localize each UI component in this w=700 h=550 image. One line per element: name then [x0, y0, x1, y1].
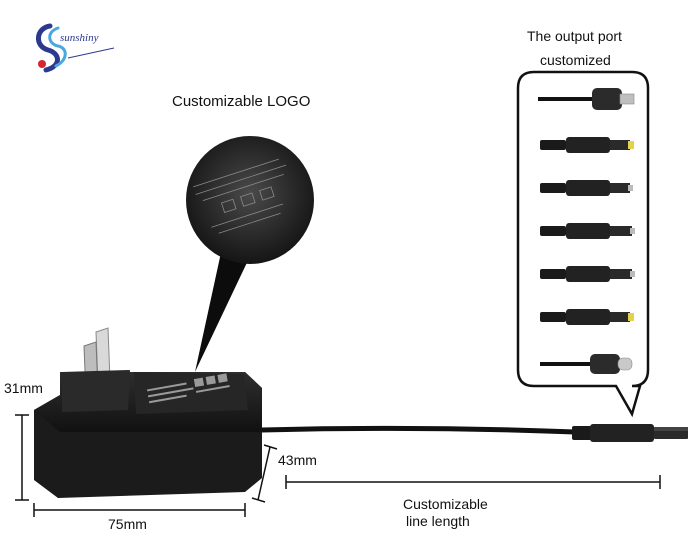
port-dc-barrel-icon	[540, 309, 634, 325]
logo-callout-label: Customizable LOGO	[172, 93, 311, 110]
port-dc-barrel-icon	[540, 223, 635, 239]
brand-logo: sunshiny	[28, 18, 118, 78]
dimension-lines	[15, 414, 661, 517]
height-dimension: 31mm	[4, 380, 43, 396]
brand-name: sunshiny	[60, 32, 99, 44]
power-cable	[261, 425, 576, 435]
width-dimension: 75mm	[108, 516, 147, 532]
line-length-label-line1: Customizable	[403, 496, 488, 512]
dc-connector	[572, 424, 688, 442]
output-port-label-line2: customized	[540, 52, 611, 68]
port-dc-barrel-icon	[540, 266, 635, 282]
depth-dimension: 43mm	[278, 452, 317, 468]
port-list	[538, 88, 635, 374]
logo-zoom-circle	[186, 136, 314, 264]
port-dc-barrel-icon	[540, 137, 634, 153]
sunshiny-logo-icon	[36, 23, 115, 73]
adapter-body	[34, 370, 262, 498]
output-port-bubble	[516, 70, 650, 418]
line-length-label-line2: line length	[406, 513, 470, 529]
port-micro-usb-icon	[538, 88, 635, 110]
port-usb-c-icon	[540, 354, 633, 374]
zoom-pointer	[195, 248, 252, 372]
output-port-label-line1: The output port	[527, 28, 622, 44]
port-dc-barrel-icon	[540, 180, 633, 196]
